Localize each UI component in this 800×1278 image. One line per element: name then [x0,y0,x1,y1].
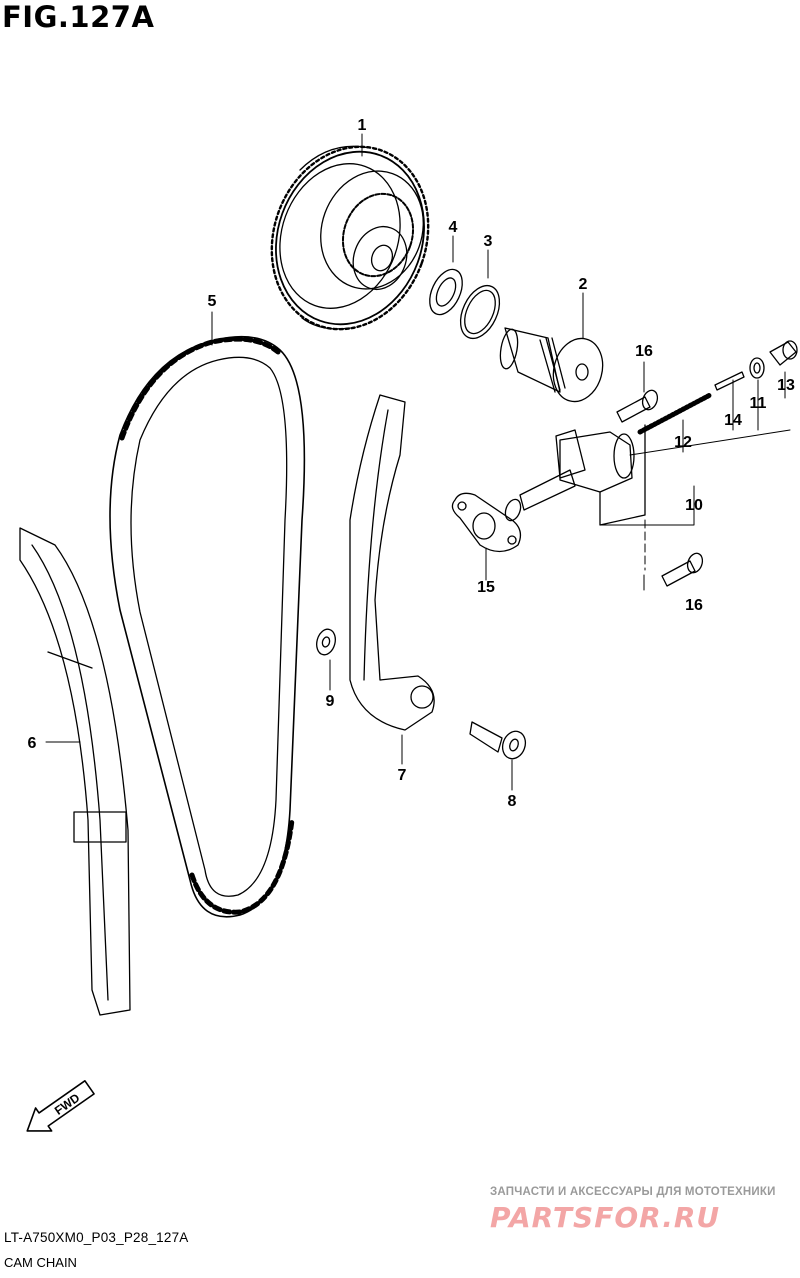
part-washer-9 [316,628,336,656]
part-chain-guide-6 [19,527,131,1016]
callout-7: 7 [398,767,407,784]
part-cam-chain-5 [109,335,306,918]
part-gasket-15 [451,492,522,553]
part-pin-14 [714,371,745,391]
callout-16-lower: 16 [685,597,703,614]
callout-2: 2 [579,276,588,293]
part-gasket-11 [749,357,765,379]
callout-13: 13 [777,377,795,394]
callout-10: 10 [685,497,703,514]
part-shaft-2 [499,327,604,403]
diagram-caption: CAM CHAIN [4,1255,77,1270]
part-tensioner-10 [504,424,646,526]
leader-lines [45,133,791,791]
part-plug-13 [769,340,798,366]
callout-4: 4 [449,219,458,236]
figure-title: FIG.127A [2,0,155,34]
part-spring-12 [637,392,713,435]
callout-16-upper: 16 [635,343,653,360]
fwd-arrow-icon: FWD [26,1079,95,1132]
watermark-logo: PARTSFOR.RU [490,1201,720,1234]
part-oring-3 [459,284,501,340]
part-cam-sprocket [270,145,430,331]
callout-6: 6 [28,735,37,752]
part-bolt-16-upper [616,389,659,423]
callout-1: 1 [358,117,367,134]
callout-5: 5 [208,293,217,310]
callout-9: 9 [326,693,335,710]
part-washer-4 [429,268,463,316]
part-bolt-8 [469,721,527,760]
callout-8: 8 [508,793,517,810]
callout-labels: 1 4 3 2 5 16 13 14 11 12 10 15 16 9 6 7 … [28,117,795,810]
part-chain-guide-7 [349,394,435,731]
part-bolt-16-lower [661,552,704,587]
callout-12: 12 [674,434,692,451]
callout-3: 3 [484,233,493,250]
callout-14: 14 [724,412,742,429]
watermark-tagline: ЗАПЧАСТИ И АКСЕССУАРЫ ДЛЯ МОТОТЕХНИКИ [490,1186,776,1198]
callout-15: 15 [477,579,495,596]
watermark-logo-text: PARTSFOR.RU [490,1201,720,1234]
model-code: LT-A750XM0_P03_P28_127A [4,1230,189,1245]
callout-11: 11 [750,395,767,412]
